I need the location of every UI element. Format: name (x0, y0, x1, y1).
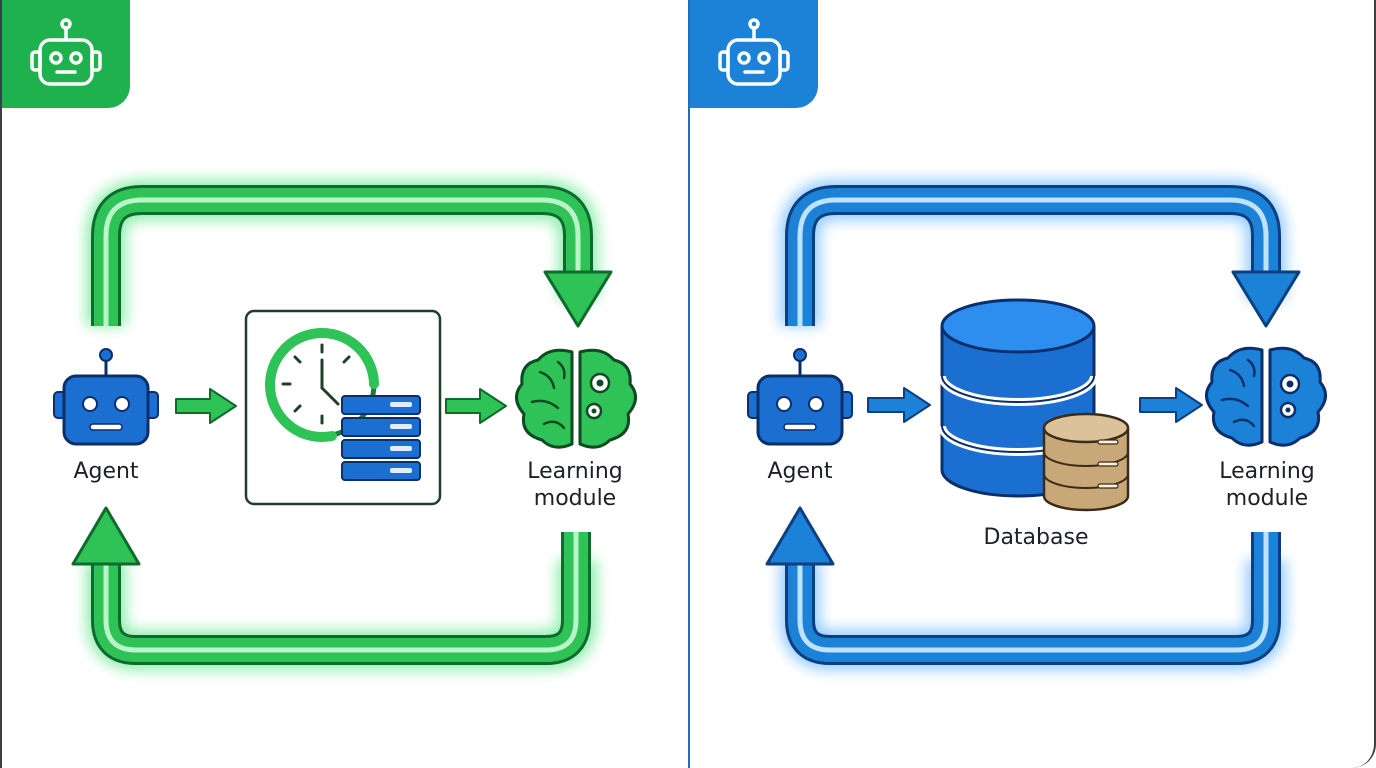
bottom-loop-arrow (765, 506, 1281, 665)
corner-badge (2, 0, 130, 108)
agent-label: Agent (73, 459, 139, 484)
right-panel: Agent Database Learning module (688, 0, 1376, 768)
top-loop-arrow (91, 185, 613, 328)
database-label: Database (983, 525, 1089, 550)
arrow-agent-to-database (867, 387, 931, 423)
brain-gears-icon (1205, 346, 1327, 447)
agent-label: Agent (767, 459, 833, 484)
robot-icon (53, 348, 159, 446)
bottom-loop-arrow (71, 506, 591, 665)
learning-module-label: Learning module (527, 459, 623, 511)
left-panel: Agent Learning module (0, 0, 637, 768)
arrow-agent-to-store (175, 388, 237, 424)
left-flow-diagram (53, 180, 637, 670)
database-icon (938, 298, 1130, 512)
top-loop-arrow (785, 185, 1301, 328)
clock-server-icon (244, 309, 442, 506)
right-flow-diagram (747, 180, 1327, 670)
corner-badge (690, 0, 818, 108)
learning-module-label: Learning module (1219, 459, 1315, 511)
arrow-database-to-module (1139, 387, 1203, 423)
brain-gears-icon (515, 348, 637, 449)
robot-icon (30, 18, 102, 86)
robot-icon (718, 18, 790, 86)
arrow-store-to-module (445, 388, 507, 424)
robot-icon (747, 348, 853, 446)
